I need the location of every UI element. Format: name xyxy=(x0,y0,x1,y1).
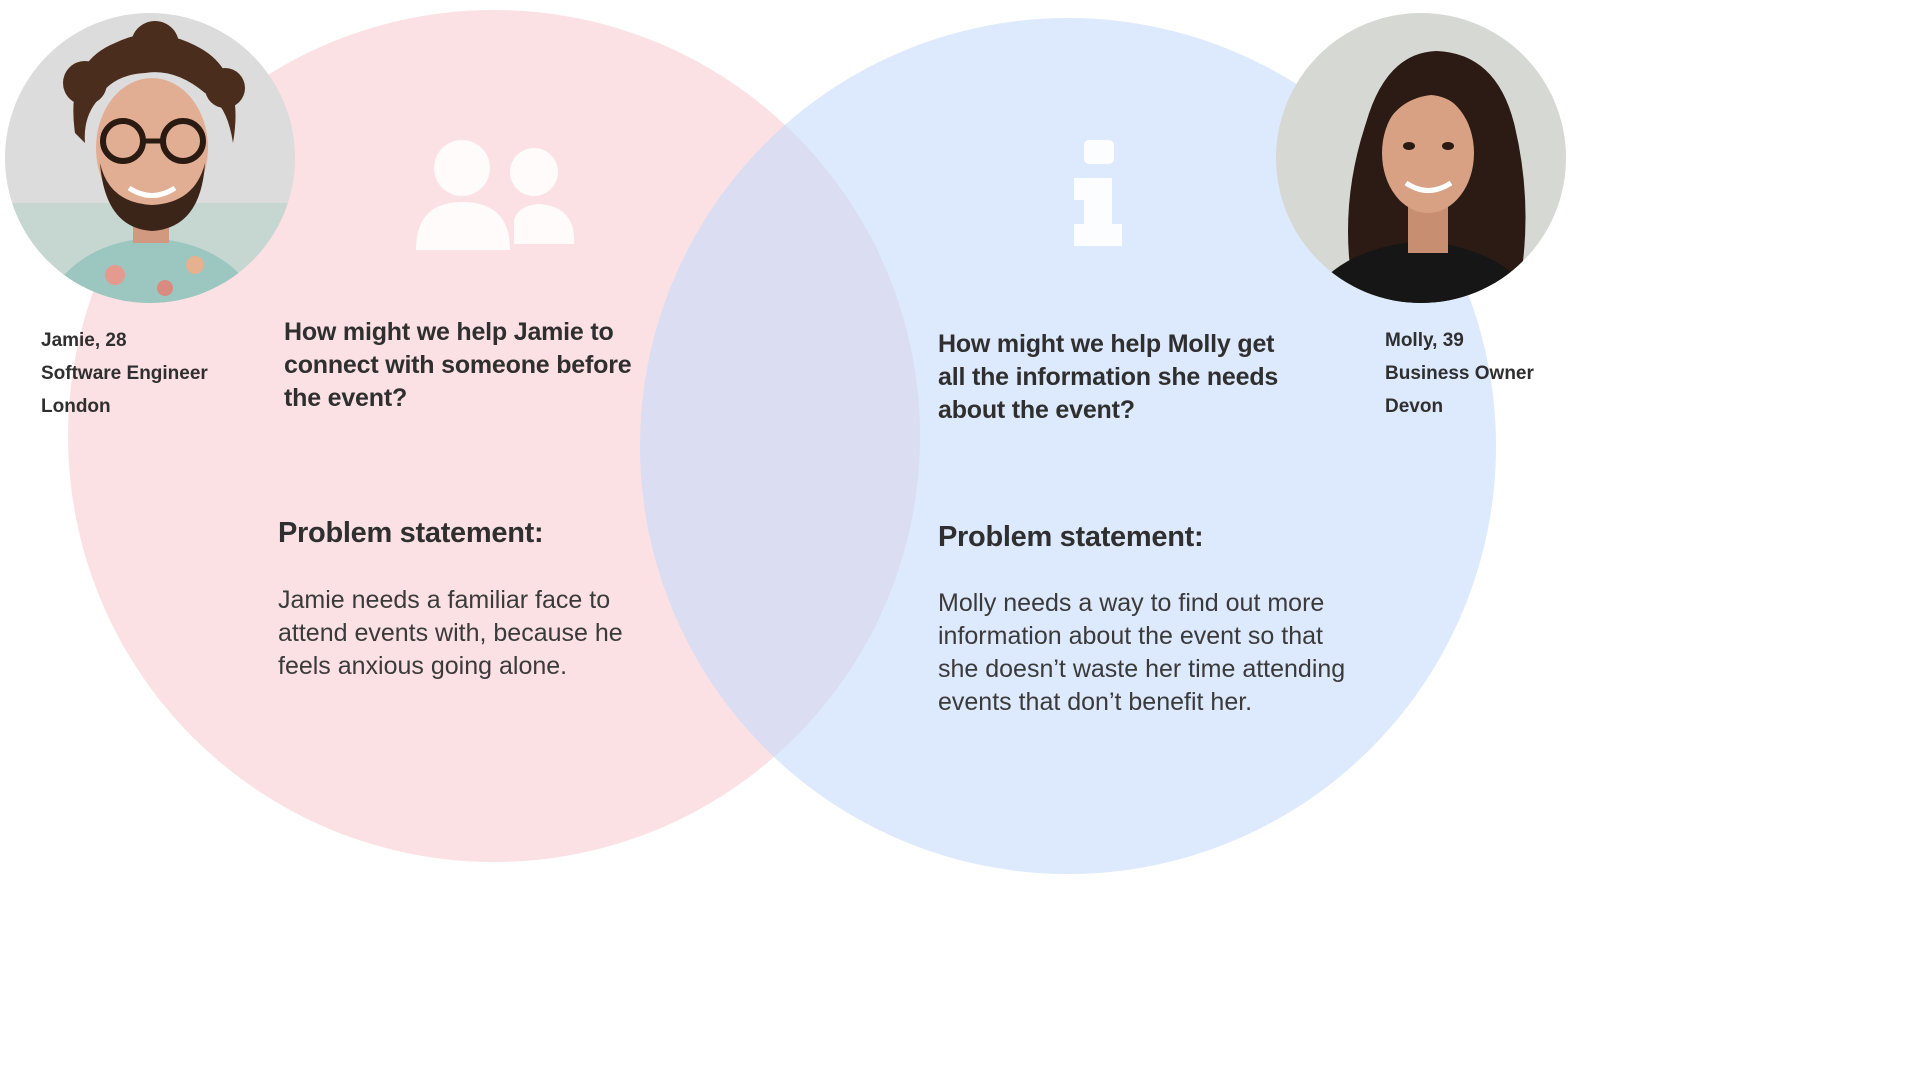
persona-job: Business Owner xyxy=(1385,363,1534,384)
problem-line: she doesn’t waste her time attending xyxy=(938,655,1346,683)
molly-hmw-question: How might we help Molly get all the info… xyxy=(938,328,1278,427)
molly-persona: Molly, 39 Business Owner Devon xyxy=(1385,324,1534,423)
hmw-line: How might we help Molly get xyxy=(938,330,1275,358)
hmw-line: connect with someone before xyxy=(284,351,632,379)
jamie-persona: Jamie, 28 Software Engineer London xyxy=(41,324,208,423)
hmw-line: about the event? xyxy=(938,396,1135,424)
persona-job: Software Engineer xyxy=(41,363,208,384)
problem-line: attend events with, because he xyxy=(278,619,623,647)
venn-diagram-page: Jamie, 28 Software Engineer London Molly… xyxy=(5,10,1566,874)
hmw-line: the event? xyxy=(284,384,408,412)
problem-line: feels anxious going alone. xyxy=(278,652,568,680)
persona-name-age: Jamie, 28 xyxy=(41,330,127,351)
problem-line: Jamie needs a familiar face to xyxy=(278,586,611,614)
problem-line: Molly needs a way to find out more xyxy=(938,589,1325,617)
hmw-line: How might we help Jamie to xyxy=(284,318,614,346)
jamie-problem-title: Problem statement: xyxy=(278,517,544,549)
info-icon xyxy=(1072,138,1128,250)
users-icon xyxy=(414,138,578,252)
jamie-avatar xyxy=(5,13,295,303)
right-circle xyxy=(640,18,1496,874)
molly-problem-statement: Molly needs a way to find out more infor… xyxy=(938,587,1345,719)
jamie-hmw-question: How might we help Jamie to connect with … xyxy=(284,316,632,415)
persona-location: London xyxy=(41,396,111,417)
molly-avatar xyxy=(1276,13,1566,303)
persona-name-age: Molly, 39 xyxy=(1385,330,1464,351)
hmw-line: all the information she needs xyxy=(938,363,1279,391)
jamie-problem-statement: Jamie needs a familiar face to attend ev… xyxy=(278,584,623,683)
problem-line: information about the event so that xyxy=(938,622,1323,650)
molly-problem-title: Problem statement: xyxy=(938,521,1204,553)
problem-line: events that don’t benefit her. xyxy=(938,688,1253,716)
persona-location: Devon xyxy=(1385,396,1444,417)
venn-circles xyxy=(68,10,1496,874)
